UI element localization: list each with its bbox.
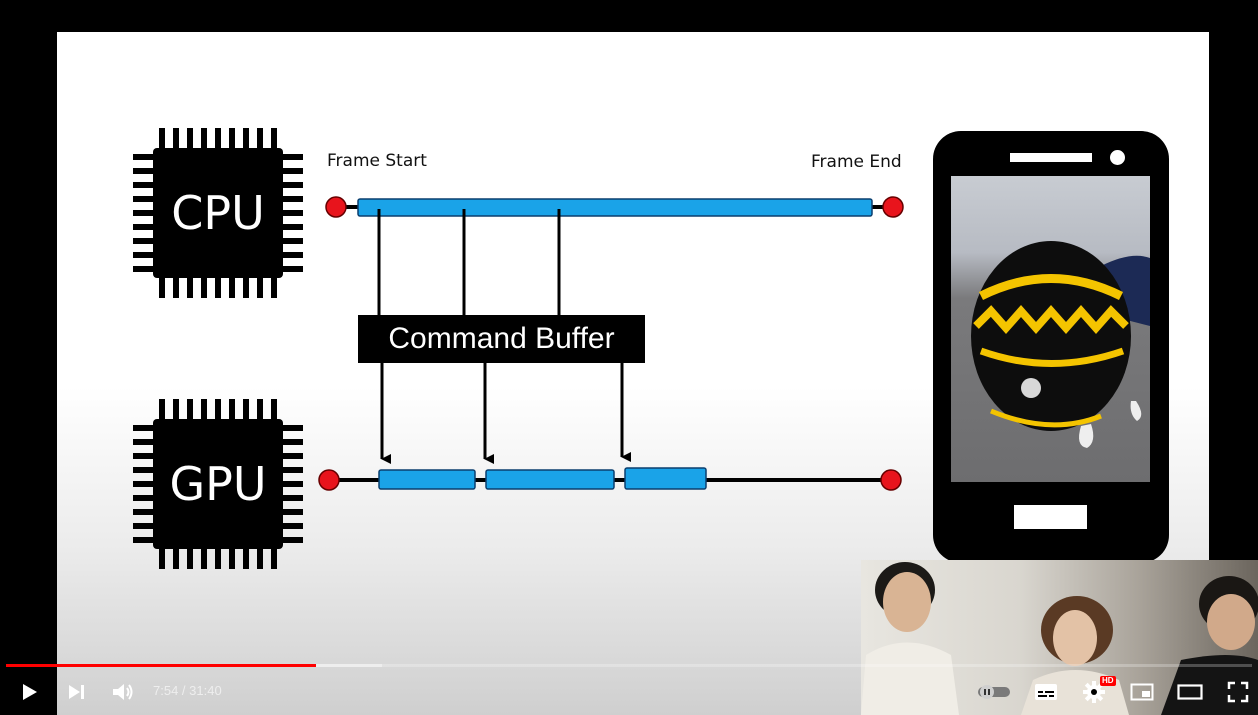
frame-start-label: Frame Start: [327, 151, 427, 171]
subtitles-icon: [1035, 684, 1057, 700]
presenter-person: [861, 562, 959, 715]
phone-home-button: [1014, 505, 1087, 529]
video-frame-slide: CPU GPU: [57, 32, 1209, 715]
smartphone-icon: [933, 131, 1169, 563]
play-button[interactable]: [10, 672, 48, 712]
fullscreen-icon: [1227, 681, 1249, 703]
phone-screen-render: [951, 176, 1150, 482]
frame-end-marker: [882, 196, 904, 218]
miniplayer-icon: [1130, 683, 1154, 701]
frame-end-label: Frame End: [811, 152, 902, 172]
gpu-timeline: [318, 467, 902, 491]
cpu-timeline: [325, 196, 904, 218]
gpu-start-marker: [318, 469, 340, 491]
autoplay-toggle-icon: [978, 685, 1010, 699]
hd-badge: HD: [1100, 676, 1116, 686]
presenter-webcam-overlay: [861, 560, 1258, 715]
theater-icon: [1177, 684, 1203, 700]
time-separator: /: [178, 683, 190, 698]
miniplayer-button[interactable]: [1124, 672, 1160, 712]
next-button[interactable]: [58, 672, 94, 712]
theater-mode-button[interactable]: [1171, 672, 1209, 712]
player-controls: 7:54 / 31:40: [0, 672, 1258, 715]
seek-bar[interactable]: [6, 664, 1252, 667]
presenter-person: [1161, 576, 1258, 715]
volume-icon: [113, 684, 133, 700]
cpu-label: CPU: [171, 186, 265, 240]
volume-button[interactable]: [104, 672, 142, 712]
phone-camera: [1110, 150, 1125, 165]
command-buffer-box: Command Buffer: [358, 315, 645, 363]
gpu-work-bar: [485, 469, 615, 490]
subtitles-button[interactable]: [1028, 672, 1064, 712]
gpu-work-bar: [624, 467, 707, 490]
autoplay-toggle[interactable]: [974, 672, 1014, 712]
current-time: 7:54: [153, 683, 179, 698]
frame-start-marker: [325, 196, 347, 218]
cpu-chip-icon: CPU: [133, 128, 303, 298]
timeline-diagram: [318, 196, 904, 491]
time-display: 7:54 / 31:40: [153, 683, 222, 698]
next-icon: [69, 685, 84, 699]
cpu-to-buffer-lines: [377, 209, 561, 315]
gpu-label: GPU: [169, 457, 267, 511]
phone-speaker: [1010, 153, 1092, 162]
fullscreen-button[interactable]: [1220, 672, 1256, 712]
gpu-end-marker: [880, 469, 902, 491]
cpu-work-bar: [357, 198, 873, 217]
gpu-chip-icon: GPU: [133, 399, 303, 569]
buffer-to-gpu-arrows: [380, 363, 631, 464]
play-icon: [23, 684, 37, 700]
gpu-work-bar: [378, 469, 476, 490]
played-bar: [6, 664, 317, 667]
duration: 31:40: [189, 683, 222, 698]
